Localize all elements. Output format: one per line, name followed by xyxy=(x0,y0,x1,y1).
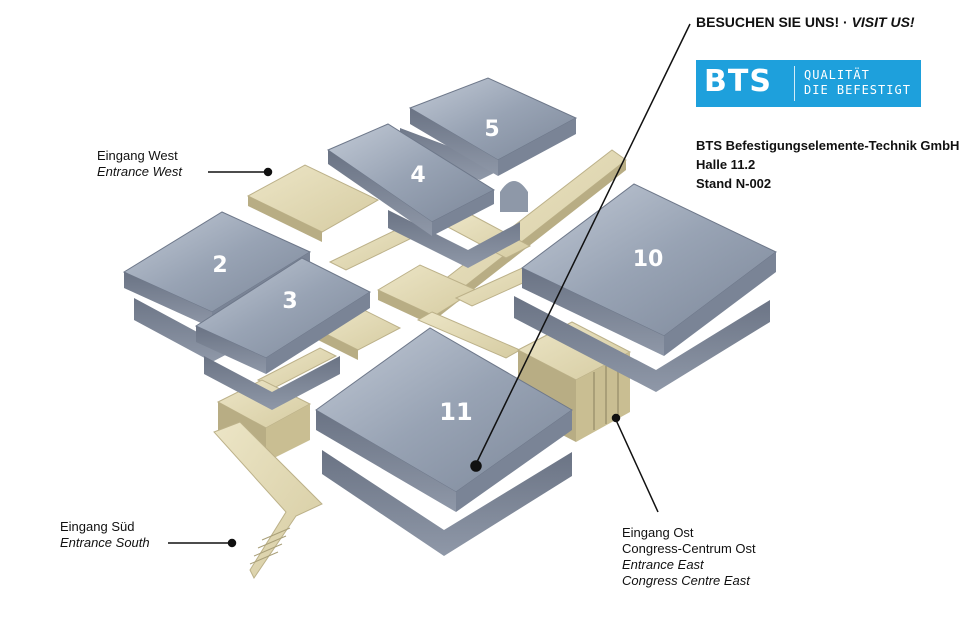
logo-tagline-2: DIE BEFESTIGT xyxy=(804,83,911,97)
logo-tagline: QUALITÄT DIE BEFESTIGT xyxy=(804,68,911,98)
hall-10[interactable]: 10 xyxy=(514,183,777,392)
entrance-east-de-2: Congress-Centrum Ost xyxy=(622,541,756,556)
hall-3-number: 3 xyxy=(282,289,297,314)
visit-de: BESUCHEN SIE UNS! · xyxy=(696,14,848,30)
entrance-west-de: Eingang West xyxy=(97,148,178,163)
stand-marker[interactable] xyxy=(470,460,482,472)
company-stand: Stand N-002 xyxy=(696,176,772,191)
pointer-lines xyxy=(168,23,691,548)
logo-mark: BTS xyxy=(704,64,772,99)
visit-us-heading: BESUCHEN SIE UNS! · VISIT US! xyxy=(696,14,915,30)
label-entrance-south: Eingang Süd Entrance South xyxy=(60,519,150,551)
logo-divider xyxy=(794,66,795,101)
label-entrance-west: Eingang West Entrance West xyxy=(97,148,182,180)
entrance-south-en: Entrance South xyxy=(60,535,150,550)
hall-2-number: 2 xyxy=(212,253,227,278)
hall-11-number: 11 xyxy=(439,398,472,426)
bts-logo: BTS QUALITÄT DIE BEFESTIGT xyxy=(696,60,921,107)
company-name: BTS Befestigungselemente-Technik GmbH xyxy=(696,138,960,153)
logo-tagline-1: QUALITÄT xyxy=(804,68,870,82)
company-hall: Halle 11.2 xyxy=(696,157,756,172)
hall-4-number: 4 xyxy=(410,163,425,188)
walkway-west-entrance xyxy=(246,164,380,233)
hall-11[interactable]: 11 xyxy=(315,327,573,556)
hall-10-number: 10 xyxy=(633,247,664,272)
stairs-south xyxy=(249,527,291,565)
entrance-west-en: Entrance West xyxy=(97,164,183,179)
visit-en: VISIT US! xyxy=(851,14,915,30)
pointer-east xyxy=(615,419,659,513)
hall-4[interactable]: 4 xyxy=(326,123,520,268)
entrance-east-en-2: Congress Centre East xyxy=(622,573,750,588)
hall-3[interactable]: 3 xyxy=(194,257,372,410)
hall-5-number: 5 xyxy=(484,117,499,142)
entrance-south-de: Eingang Süd xyxy=(60,519,135,534)
company-info: BTS Befestigungselemente-Technik GmbH Ha… xyxy=(696,136,959,193)
pointer-visit xyxy=(475,23,691,465)
entrance-east-en: Entrance East xyxy=(622,557,704,572)
label-entrance-east: Eingang Ost Congress-Centrum Ost Entranc… xyxy=(622,525,756,589)
entrance-east-de: Eingang Ost xyxy=(622,525,694,540)
